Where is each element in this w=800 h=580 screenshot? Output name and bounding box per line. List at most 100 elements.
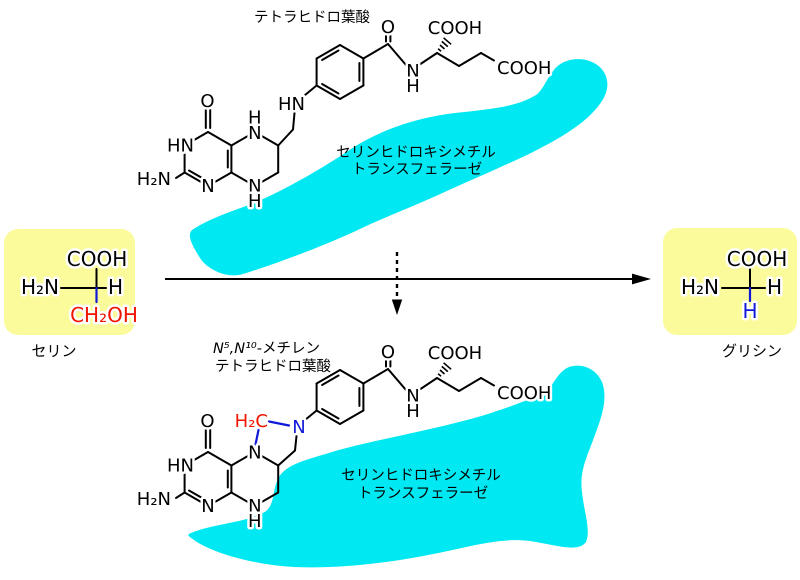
bond xyxy=(188,169,204,180)
enzyme-name-top-line1: セリンヒドロキシメチル xyxy=(336,145,496,161)
mthf-n1: N xyxy=(201,496,214,517)
bond xyxy=(253,451,280,467)
bond xyxy=(315,409,341,425)
thf-cooh-side: COOH xyxy=(497,58,551,79)
bond xyxy=(480,377,495,387)
bond xyxy=(294,435,298,452)
hash-wedge xyxy=(441,40,449,48)
bond xyxy=(418,52,438,66)
bond xyxy=(321,408,340,420)
thf-amine: H₂N xyxy=(137,169,171,190)
thf-carbonyl-o: O xyxy=(381,17,395,38)
substrate-highlight-box xyxy=(4,229,135,335)
thf-n1: N xyxy=(201,176,214,197)
mthf-n8: N xyxy=(248,496,261,517)
enzyme-arrow xyxy=(391,252,403,315)
hash-wedge xyxy=(443,362,452,370)
thf-oxo: O xyxy=(200,91,214,112)
mthf-title-line1: N⁵,N¹⁰-メチレン xyxy=(213,341,320,357)
product-label: グリシン xyxy=(722,342,782,360)
bond xyxy=(183,171,209,187)
bond xyxy=(207,131,233,147)
hash-wedge xyxy=(439,44,446,50)
enzyme-name-top-line2: トランスフェラーゼ xyxy=(352,161,482,178)
substrate-structure: COOH H₂N H CH₂OH セリン xyxy=(18,245,140,361)
thf-amide-h: H xyxy=(406,76,420,97)
mthf-amine: H₂N xyxy=(137,489,171,510)
mthf-amide-n: N xyxy=(406,386,419,407)
product-amine: H₂N xyxy=(681,275,719,299)
bond xyxy=(304,409,318,421)
bond xyxy=(230,451,256,467)
mthf-carbonyl-o: O xyxy=(381,342,395,363)
bond xyxy=(230,491,256,507)
enzyme-blob-bottom xyxy=(188,365,605,568)
thf-labels: テトラヒドロ葉酸 O HN H₂N N H N N H HN O N H COO… xyxy=(134,9,554,215)
reaction-arrow xyxy=(165,273,651,285)
mthf-cooh-side: COOH xyxy=(497,383,551,404)
mthf-n10: N xyxy=(292,417,305,438)
bond xyxy=(253,131,280,147)
thf-n3: HN xyxy=(167,136,194,157)
bond xyxy=(188,489,204,500)
bond xyxy=(175,171,186,179)
bond xyxy=(315,84,341,100)
substrate-amine: H₂N xyxy=(21,275,59,299)
bond xyxy=(292,112,296,131)
product-new-h: H xyxy=(742,299,757,323)
bridge-bond xyxy=(254,428,260,446)
substrate-ch2oh: CH₂OH xyxy=(70,303,138,327)
hash-wedge xyxy=(437,373,442,377)
mthf-n5: N xyxy=(248,443,261,464)
bond xyxy=(175,491,186,499)
substrate-cooh: COOH xyxy=(67,247,128,271)
mthf-n8-h: H xyxy=(248,511,262,532)
thf-cooh-alpha: COOH xyxy=(428,18,482,39)
enzyme-blob-top xyxy=(189,59,608,276)
mthf-amide-h: H xyxy=(406,401,420,422)
bridge-bond xyxy=(267,420,291,427)
mthf-labels: N⁵,N¹⁰-メチレン テトラヒドロ葉酸 O HN H₂N N N N H N … xyxy=(134,340,554,535)
bond xyxy=(458,377,482,392)
enzyme-arrowhead xyxy=(391,299,403,315)
thf-title: テトラヒドロ葉酸 xyxy=(254,9,370,26)
mthf-oxo: O xyxy=(200,411,214,432)
bond xyxy=(321,83,340,95)
bond xyxy=(387,43,407,66)
product-structure: COOH H₂N H H グリシン xyxy=(678,245,789,361)
bond xyxy=(458,52,482,67)
bond xyxy=(253,491,280,507)
bond xyxy=(418,377,438,391)
thf-n10: HN xyxy=(278,94,305,115)
bond xyxy=(207,491,233,507)
bond xyxy=(362,368,389,385)
bond xyxy=(321,374,340,386)
mthf-cooh-alpha: COOH xyxy=(428,343,482,364)
bond xyxy=(480,52,495,62)
thf-n5-h: H xyxy=(248,108,262,129)
bond xyxy=(436,377,460,392)
bond xyxy=(339,409,365,425)
bond xyxy=(339,44,365,60)
product-highlight-box xyxy=(663,228,797,335)
thf-n5: N xyxy=(248,123,261,144)
mthf-title-line2: テトラヒドロ葉酸 xyxy=(215,358,331,375)
bond xyxy=(315,369,341,385)
substrate-h: H xyxy=(108,275,123,299)
hash-wedge xyxy=(441,365,449,373)
thf-n8-h: H xyxy=(248,191,262,212)
bond xyxy=(339,84,365,100)
bond xyxy=(230,131,256,147)
bond xyxy=(277,449,296,467)
hash-wedge xyxy=(443,37,452,45)
bond xyxy=(315,44,341,60)
thf-n8: N xyxy=(248,176,261,197)
thf-amide-n: N xyxy=(406,61,419,82)
mthf-title-methylene: メチレン xyxy=(262,341,320,357)
bond xyxy=(183,131,209,147)
product-cooh: COOH xyxy=(727,247,788,271)
bond xyxy=(301,84,318,99)
product-h: H xyxy=(767,275,782,299)
